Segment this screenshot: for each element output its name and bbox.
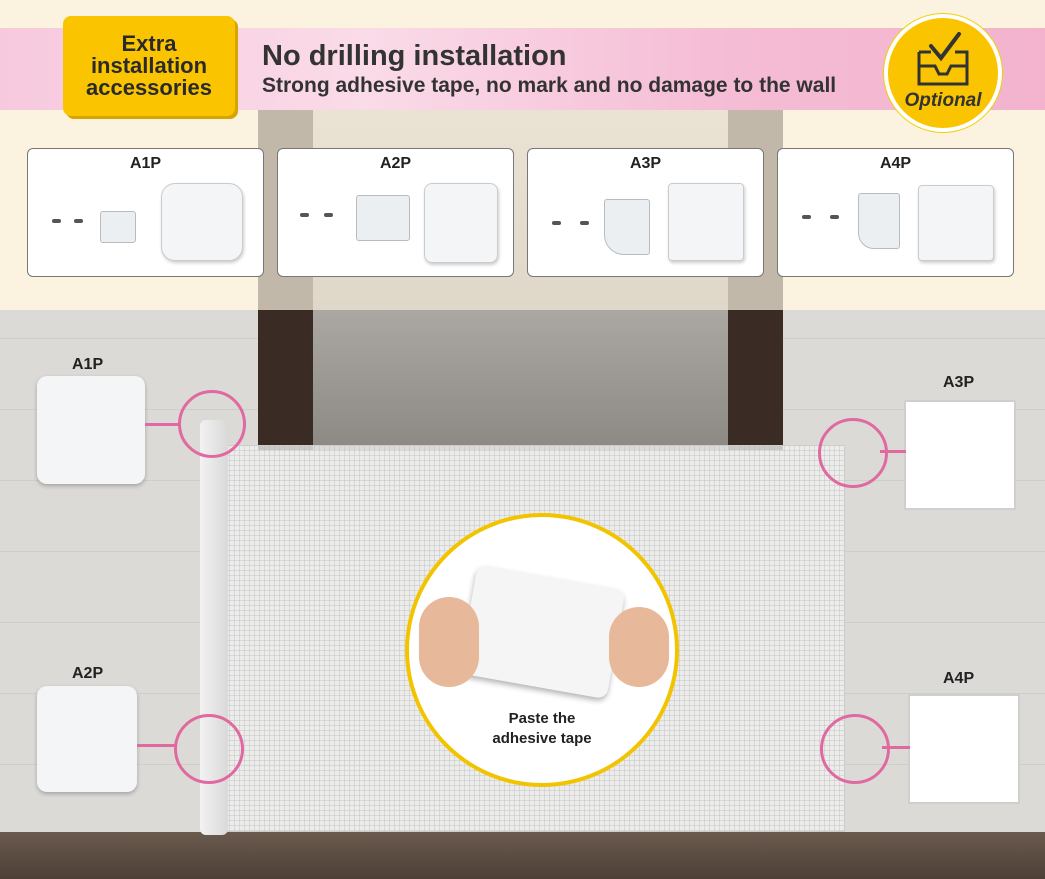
check-box-icon <box>917 32 969 86</box>
card-a4p: A4P <box>777 148 1014 277</box>
bracket-a2p <box>356 195 410 241</box>
card-title: A3P <box>629 155 662 172</box>
extra-accessories-badge: Extra installation accessories <box>63 16 235 116</box>
adhesive-tape-sheet <box>458 564 626 700</box>
screw-icon <box>324 213 333 217</box>
side-plate-a3p <box>904 400 1016 510</box>
pointer-line <box>145 423 180 426</box>
plate-a1p <box>161 183 243 261</box>
side-label-a4p: A4P <box>943 670 975 687</box>
bracket-a3p <box>604 199 650 255</box>
pointer-line <box>137 744 175 747</box>
card-a2p: A2P <box>277 148 514 277</box>
pointer-line <box>882 746 910 749</box>
left-hand <box>419 597 479 687</box>
card-title: A4P <box>879 155 912 172</box>
screw-icon <box>580 221 589 225</box>
side-label-a1p: A1P <box>72 356 104 373</box>
headline: No drilling installation <box>262 40 567 72</box>
subheadline: Strong adhesive tape, no mark and no dam… <box>262 74 837 97</box>
screw-icon <box>52 219 61 223</box>
highlight-circle <box>178 390 246 458</box>
highlight-circle <box>818 418 888 488</box>
side-label-a2p: A2P <box>72 665 104 682</box>
plate-a4p <box>918 185 994 261</box>
optional-badge: Optional <box>884 14 1002 132</box>
pointer-line <box>880 450 906 453</box>
screw-icon <box>300 213 309 217</box>
side-plate-a4p <box>908 694 1020 804</box>
screw-icon <box>74 219 83 223</box>
card-a3p: A3P <box>527 148 764 277</box>
bracket-a1p <box>100 211 136 243</box>
highlight-circle <box>174 714 244 784</box>
card-title: A2P <box>379 155 412 172</box>
badge-text: Extra installation accessories <box>86 31 212 100</box>
bracket-a4p <box>858 193 900 249</box>
screw-icon <box>830 215 839 219</box>
card-a1p: A1P <box>27 148 264 277</box>
optional-label: Optional <box>904 90 982 111</box>
screw-icon <box>552 221 561 225</box>
paste-caption: Paste the adhesive tape <box>492 710 592 747</box>
adhesive-tape-callout: Paste the adhesive tape <box>405 513 679 787</box>
highlight-circle <box>820 714 890 784</box>
side-label-a3p: A3P <box>943 374 975 391</box>
right-hand <box>609 607 669 687</box>
plate-a3p <box>668 183 744 261</box>
card-title: A1P <box>129 155 162 172</box>
floor <box>0 832 1045 879</box>
plate-a2p <box>424 183 498 263</box>
side-plate-a1p <box>37 376 145 484</box>
side-plate-a2p <box>37 686 137 792</box>
screw-icon <box>802 215 811 219</box>
